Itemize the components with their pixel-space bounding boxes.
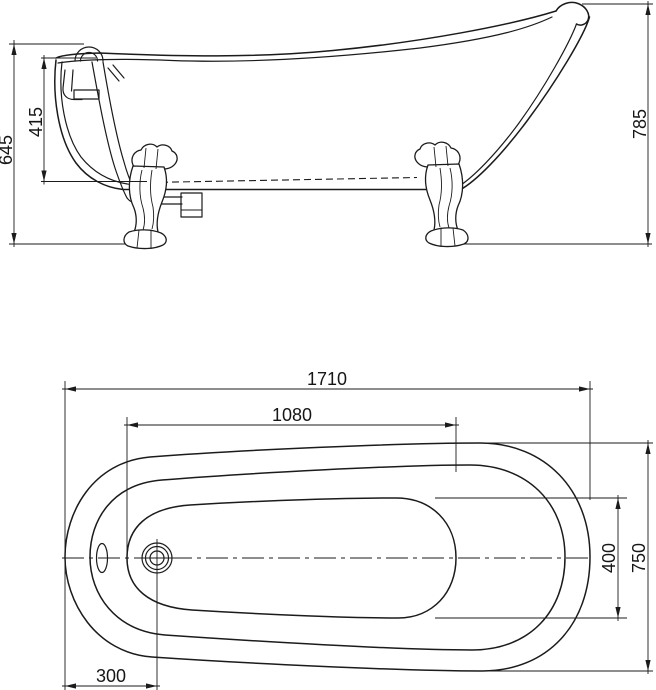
dim-overall-length: 1710: [62, 369, 593, 690]
dim-overall-width: 750: [470, 440, 653, 674]
dim-1080-label: 1080: [272, 405, 312, 425]
right-foot-pads: [440, 227, 456, 247]
left-foot-ridge-2: [139, 169, 155, 231]
interior-bottom-dashed-line: [149, 176, 418, 184]
dim-interior-height: 415: [26, 55, 147, 185]
rim-inner-outline: [89, 464, 566, 651]
rim-outer-line: [55, 10, 557, 59]
pipe-hook-outer: [74, 46, 104, 62]
drain-shoe: [180, 192, 203, 218]
dim-785-arrow-top: [645, 4, 651, 15]
dim-750-arrow-top: [645, 443, 651, 454]
pipe-outlet: [107, 64, 125, 82]
dim-300-label: 300: [96, 666, 126, 686]
dim-750-arrow-bottom: [645, 660, 651, 671]
dim-1710-arrow-left: [65, 386, 76, 392]
left-foot-leg: [128, 165, 168, 236]
dim-645-label: 645: [0, 135, 16, 165]
back-curl: [555, 1, 590, 26]
dim-400-arrow-top: [615, 498, 621, 509]
dim-drain-offset: 300: [62, 666, 160, 689]
dim-overall-height: 645: [0, 40, 84, 247]
front-inner-line: [60, 61, 132, 186]
left-foot-pads: [136, 229, 152, 249]
dim-400-label: 400: [599, 543, 619, 573]
dim-1710-label: 1710: [307, 369, 347, 389]
drain: [135, 539, 181, 690]
dim-415-arrow-top: [41, 58, 47, 69]
dim-645-arrow-bottom: [11, 233, 17, 244]
dim-785-label: 785: [630, 109, 650, 139]
dim-300-arrow-left: [65, 683, 76, 689]
left-foot-ridge-1: [143, 147, 159, 170]
dim-415-label: 415: [26, 107, 46, 137]
dim-785-arrow-bottom: [645, 233, 651, 244]
right-foot-ridge-2: [437, 167, 453, 229]
dim-750-label: 750: [629, 543, 649, 573]
dim-400-arrow-bottom: [615, 607, 621, 618]
dim-415-arrow-bottom: [41, 170, 47, 182]
plan-top-view: 1710 1080 300 400: [62, 369, 653, 690]
tub-profile: [54, 1, 591, 192]
dim-1710-arrow-right: [579, 386, 590, 392]
left-foot-base: [123, 229, 167, 250]
left-claw-foot: [123, 143, 178, 250]
front-outer-line: [54, 59, 124, 191]
dim-basin-width: 400: [435, 495, 627, 621]
dim-1080-arrow-right: [445, 422, 456, 428]
dim-300-arrow-right: [146, 683, 157, 689]
back-outer-line: [458, 16, 591, 192]
side-elevation-view: 645 415 785: [0, 1, 653, 250]
right-claw-foot: [414, 141, 469, 248]
rim-outer-outline: [64, 442, 591, 672]
right-foot-ridge-1: [433, 145, 449, 168]
right-foot-leg: [424, 163, 464, 234]
dim-1080-arrow-left: [127, 422, 138, 428]
dim-645-arrow-top: [11, 44, 17, 55]
back-inner-line: [456, 23, 578, 189]
dim-back-height: 785: [582, 1, 653, 247]
dim-basin-length: 1080: [124, 405, 459, 562]
basin-outline: [126, 497, 457, 619]
pipe-clamp: [73, 89, 100, 100]
overflow-body: [62, 69, 83, 101]
right-foot-base: [425, 227, 469, 248]
rim-inner-line: [57, 16, 553, 64]
